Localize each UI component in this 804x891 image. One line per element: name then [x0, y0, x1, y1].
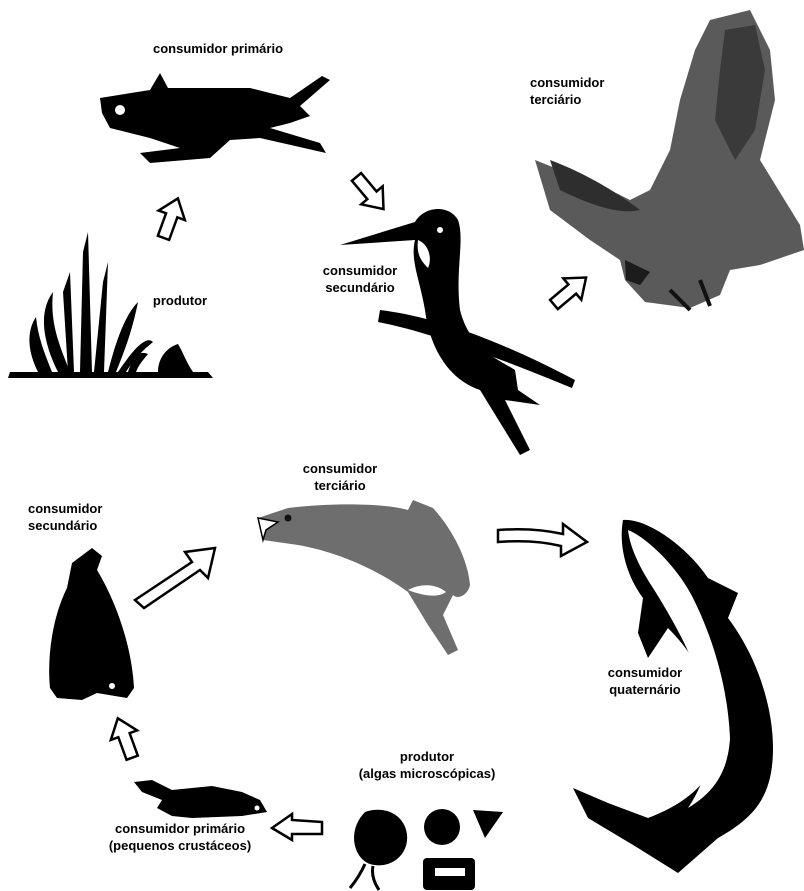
label-terrestrial-primary-consumer: consumidor primário: [118, 40, 318, 57]
crustacean-icon: [132, 778, 272, 823]
label-aquatic-quaternary-consumer: consumidor quaternário: [590, 664, 700, 698]
small-fish-icon: [42, 548, 142, 703]
arrow-aquatic-secondary-to-tertiary: [130, 540, 220, 610]
salmon-fish-icon: [258, 500, 478, 660]
label-aquatic-tertiary-consumer: consumidor terciário: [280, 460, 400, 494]
eagle-icon: [530, 10, 804, 310]
label-aquatic-primary-consumer: consumidor primário (pequenos crustáceos…: [80, 820, 280, 854]
algae-icon: [345, 800, 505, 891]
grass-plant-icon: [8, 232, 218, 380]
label-aquatic-secondary-consumer: consumidor secundário: [28, 500, 118, 534]
grasshopper-icon: [90, 68, 340, 168]
label-aquatic-producer: produtor (algas microscópicas): [322, 748, 532, 782]
arrow-aquatic-primary-to-secondary: [105, 715, 145, 760]
